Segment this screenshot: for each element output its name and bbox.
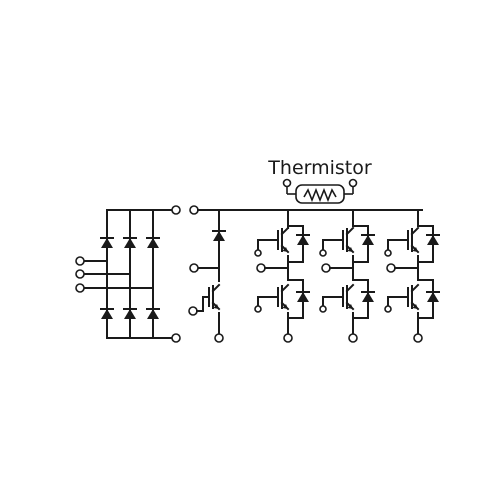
gate-terminal-lower [319,305,327,313]
diode-icon [425,234,441,246]
igbt-lower-icon [401,284,419,310]
rectifier-dc-minus-terminal [171,333,181,343]
rectifier-dc-plus-terminal [171,205,181,215]
brake-gate-terminal [188,306,198,316]
gate-terminal-upper [319,249,327,257]
dc-bus-plus-terminal [189,205,199,215]
igbt-lower-icon [271,284,289,310]
igbt-upper-icon [271,227,289,253]
brake-emitter-terminal [214,333,224,343]
thermistor: Thermistor [267,157,372,204]
thermistor-zigzag-icon [303,187,337,203]
gate-terminal-upper [384,249,392,257]
igbt-lower-icon [336,284,354,310]
rectifier-diode-icon [122,308,138,320]
brake-igbt-icon [202,284,220,310]
emitter-terminal [348,333,358,343]
rectifier-diode-icon [122,237,138,249]
diode-icon [295,291,311,303]
rectifier-bridge [75,205,181,343]
ac-input-terminal-1 [75,256,85,266]
brake-diode-icon [211,230,227,242]
emitter-terminal [283,333,293,343]
inverter-leg-v [319,209,376,343]
emitter-terminal [413,333,423,343]
rectifier-diode-icon [99,237,115,249]
gate-terminal-lower [384,305,392,313]
thermistor-label: Thermistor [267,157,372,179]
output-terminal [256,263,266,273]
gate-terminal-lower [254,305,262,313]
brake-chopper [188,205,423,343]
ac-input-terminal-2 [75,269,85,279]
brake-resistor-terminal [189,263,199,273]
diode-icon [425,291,441,303]
diode-icon [295,234,311,246]
rectifier-diode-icon [145,237,161,249]
thermistor-terminal-left [282,178,292,188]
inverter-leg-w [384,209,441,343]
ac-input-terminal-3 [75,283,85,293]
output-terminal [386,263,396,273]
output-terminal [321,263,331,273]
inverter-leg-u [254,209,311,343]
diode-icon [360,291,376,303]
gate-terminal-upper [254,249,262,257]
igbt-upper-icon [401,227,419,253]
diode-icon [360,234,376,246]
rectifier-diode-icon [145,308,161,320]
rectifier-diode-icon [99,308,115,320]
igbt-upper-icon [336,227,354,253]
thermistor-terminal-right [348,178,358,188]
